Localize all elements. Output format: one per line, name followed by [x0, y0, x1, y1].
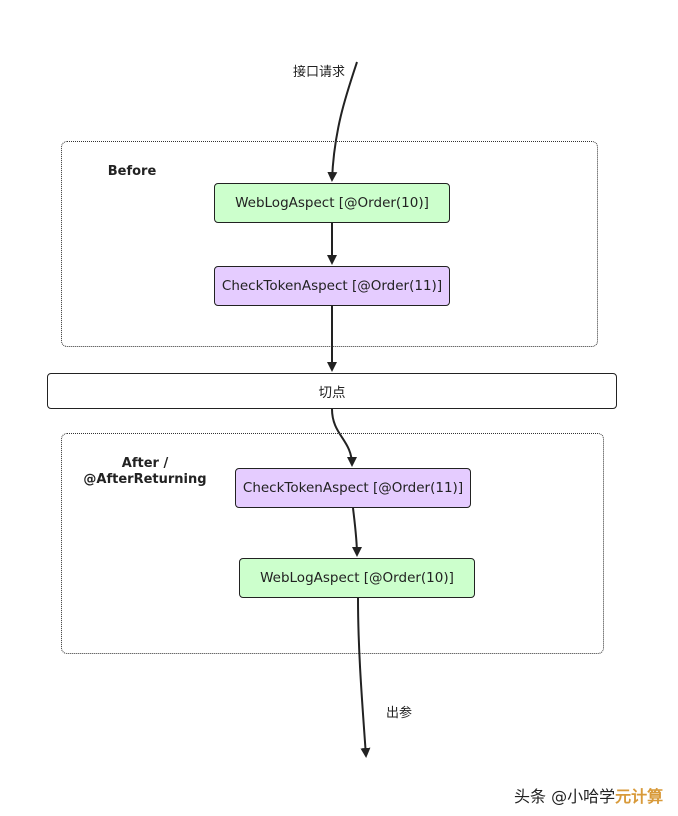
output-label: 出参 — [386, 706, 413, 721]
edge-request-to-weblog — [327, 61, 358, 182]
watermark-text: 头条 @小哈学 — [514, 787, 616, 806]
after-checktoken-node: CheckTokenAspect [@Order(11)] — [235, 468, 471, 508]
pointcut-node: 切点 — [47, 373, 617, 409]
edge-after-weblog-to-output — [357, 597, 371, 758]
before-group-label: Before — [107, 164, 157, 179]
after-group — [61, 433, 604, 654]
before-checktoken-node: CheckTokenAspect [@Order(11)] — [214, 266, 450, 306]
after-group-label-line1: After / — [121, 456, 169, 471]
watermark-accent: 元计算 — [615, 787, 664, 806]
after-weblog-node: WebLogAspect [@Order(10)] — [239, 558, 475, 598]
request-label: 接口请求 — [293, 65, 346, 80]
before-group — [61, 141, 598, 347]
edge-pointcut-to-after-checktoken — [331, 408, 357, 467]
edge-after-checktoken-to-after-weblog — [351, 507, 362, 557]
watermark: 头条 @小哈学元计算 — [514, 783, 663, 807]
before-weblog-node: WebLogAspect [@Order(10)] — [214, 183, 450, 223]
after-group-label-line2: @AfterReturning — [83, 472, 207, 487]
